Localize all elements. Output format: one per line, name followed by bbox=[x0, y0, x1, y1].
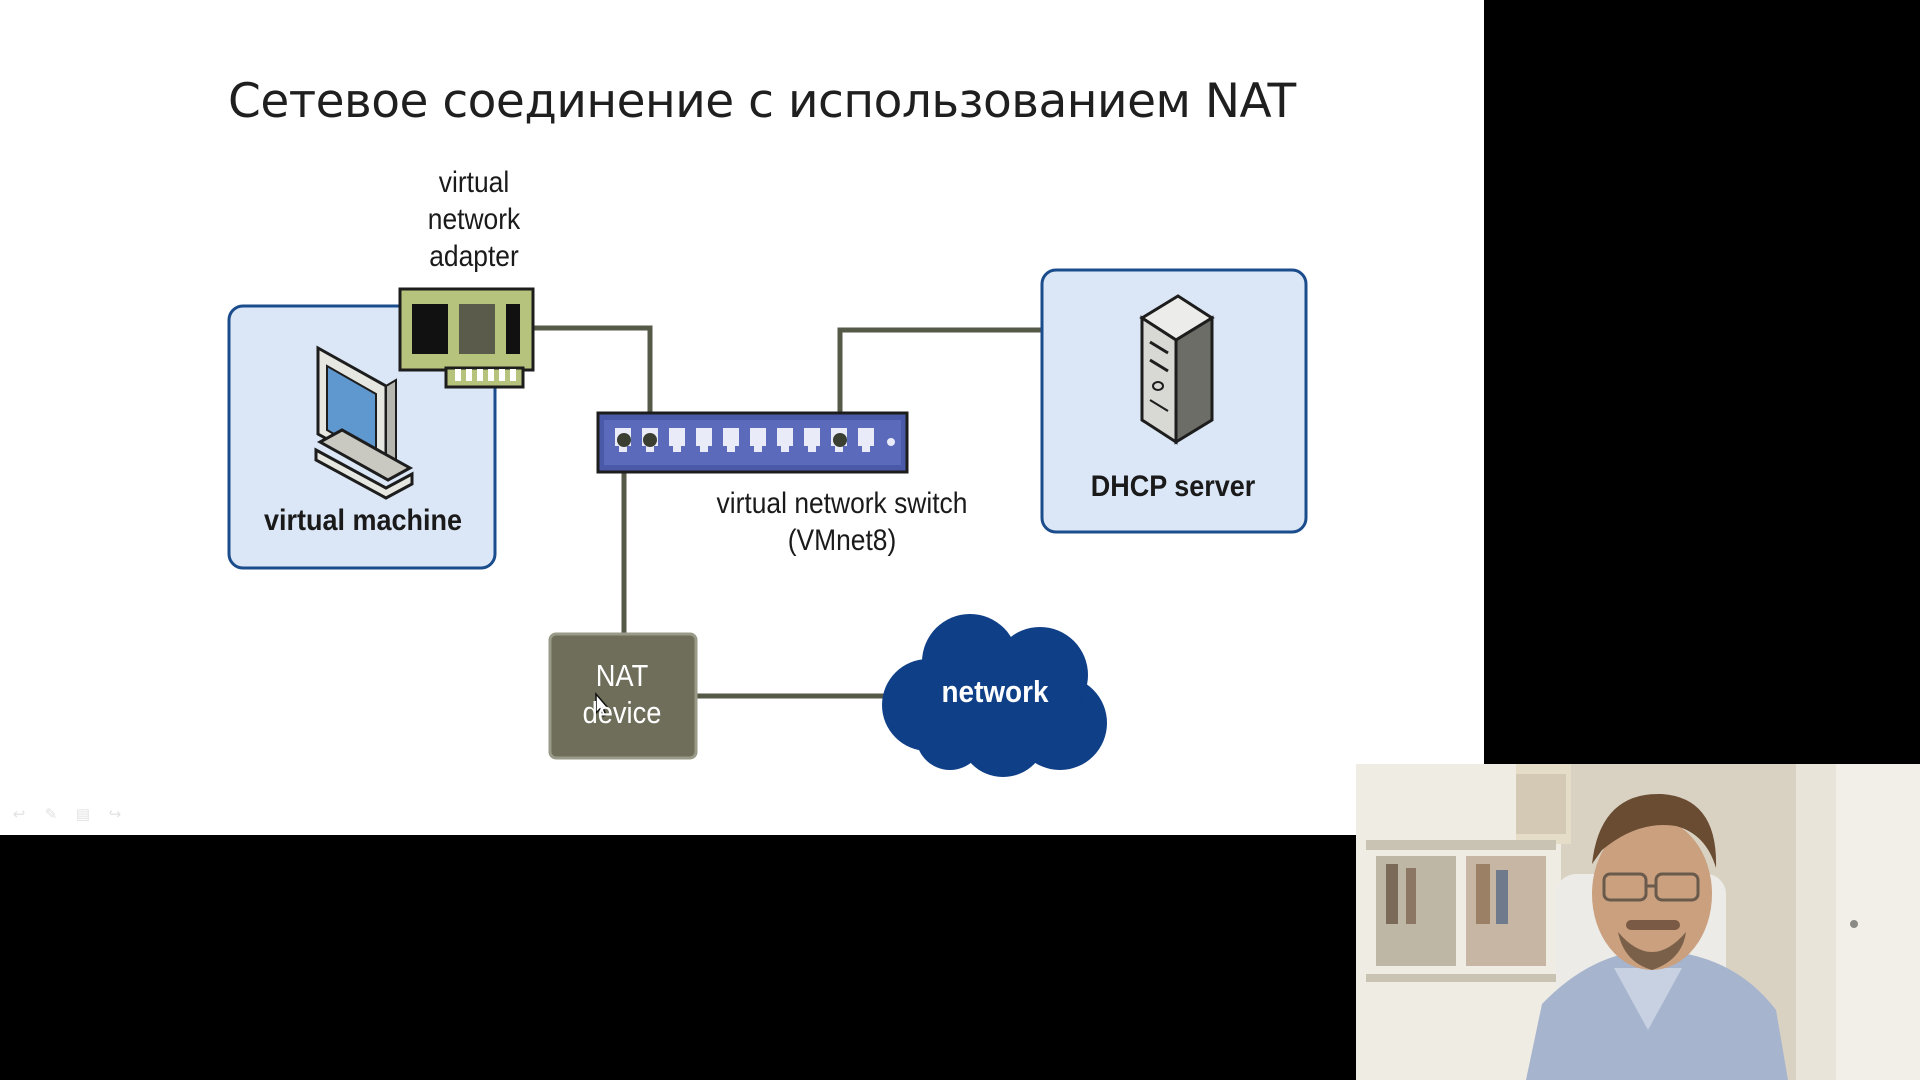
nat-label-line-2: device bbox=[582, 695, 662, 730]
network-card-icon bbox=[398, 287, 535, 389]
webcam-image bbox=[1356, 764, 1920, 1080]
dhcp-server-label: DHCP server bbox=[1090, 470, 1256, 503]
virtual-machine-label: virtual machine bbox=[263, 504, 463, 537]
switch-label-line-2: (VMnet8) bbox=[787, 524, 897, 557]
nat-device-box bbox=[548, 632, 698, 760]
adapter-to-switch-line bbox=[533, 325, 653, 440]
switch-label-line-1: virtual network switch bbox=[716, 487, 968, 520]
slide-navigation-toolbar: ↩ ✎ ▤ ↪ bbox=[8, 806, 126, 824]
adapter-label-line-2: network bbox=[427, 203, 521, 236]
mouse-pointer-icon bbox=[595, 691, 610, 717]
adapter-label-line-3: adapter bbox=[429, 240, 519, 273]
forward-arrow-icon[interactable]: ↪ bbox=[108, 806, 122, 823]
slides-grid-icon[interactable]: ▤ bbox=[75, 806, 91, 823]
back-arrow-icon[interactable]: ↩ bbox=[12, 806, 26, 823]
nat-device-label: NAT device bbox=[560, 657, 683, 731]
slide-title: Сетевое соединение с использованием NAT bbox=[228, 74, 1296, 129]
cloud-icon bbox=[882, 614, 1107, 777]
nat-label-line-1: NAT bbox=[595, 658, 649, 693]
tower-server-icon bbox=[1139, 294, 1215, 445]
pen-icon[interactable]: ✎ bbox=[44, 806, 58, 823]
nat-network-diagram bbox=[227, 268, 1308, 777]
adapter-label-line-1: virtual bbox=[438, 166, 510, 199]
desktop-computer-icon bbox=[314, 345, 414, 500]
virtual-network-switch-label: virtual network switch (VMnet8) bbox=[692, 485, 991, 559]
network-switch-icon bbox=[596, 411, 909, 474]
network-label: network bbox=[941, 674, 1049, 709]
presentation-slide: Сетевое соединение с использованием NAT bbox=[0, 0, 1484, 835]
virtual-network-adapter-label: virtual network adapter bbox=[395, 164, 553, 275]
presenter-webcam-video bbox=[1356, 764, 1920, 1080]
dhcp-to-switch-line bbox=[837, 327, 1042, 440]
